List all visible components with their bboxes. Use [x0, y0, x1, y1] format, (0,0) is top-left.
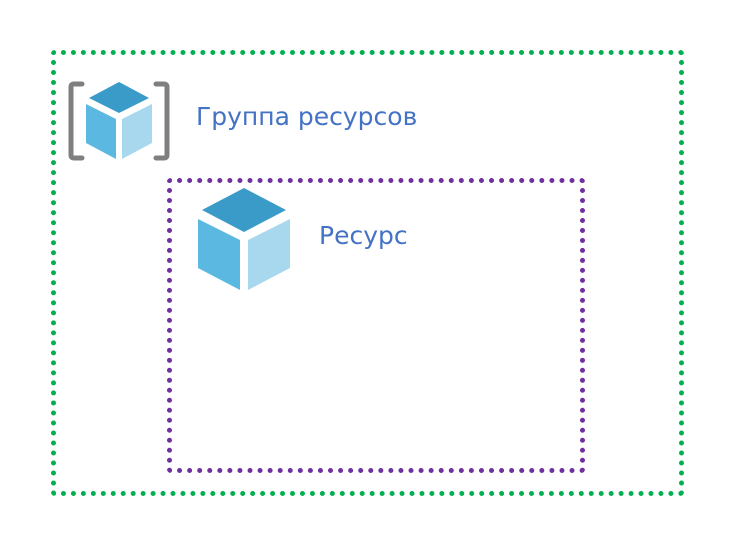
resource-label: Ресурс	[319, 221, 408, 250]
resource-group-container	[51, 50, 684, 496]
resource-group-label: Группа ресурсов	[196, 102, 418, 131]
resource-cube-icon	[196, 186, 292, 292]
resource-group-icon	[68, 80, 170, 162]
resource-container	[167, 178, 585, 473]
